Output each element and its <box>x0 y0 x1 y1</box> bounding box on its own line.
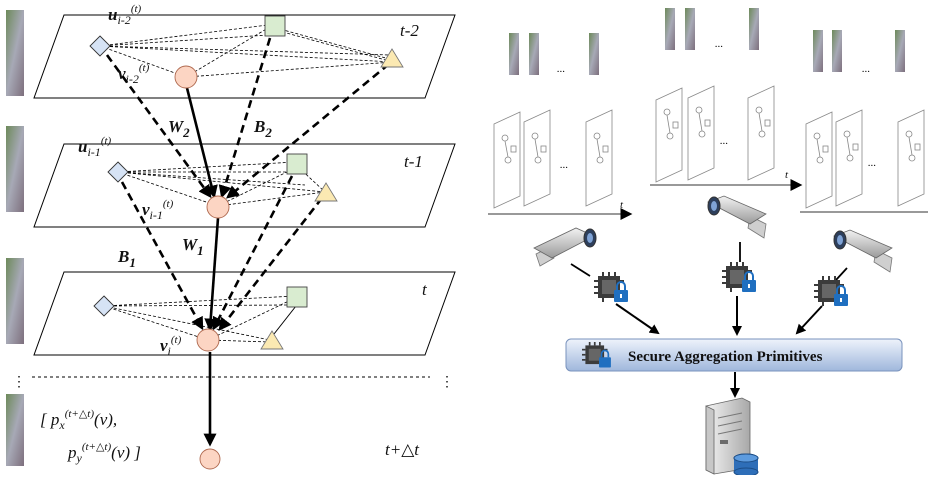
temporal-arrows <box>105 37 390 447</box>
right-panel: ... ... t ... <box>488 8 928 477</box>
node-square-t-1 <box>286 153 308 175</box>
camera-stream-1: ... ... t <box>488 33 633 220</box>
time-label-future: t+△t <box>385 440 420 459</box>
video-frame-thumbnails <box>6 10 24 466</box>
camera-icon <box>707 195 767 239</box>
node-v-i-1 <box>206 195 230 219</box>
arrow-b2-square <box>218 37 272 199</box>
graph-edges-t <box>103 295 296 343</box>
chip-lock-icon <box>722 262 756 292</box>
label-w2: W2 <box>168 117 190 140</box>
label-u-i-1: ui-1(t) <box>78 135 112 159</box>
node-u-i-1 <box>107 161 129 183</box>
video-frame-t-2 <box>6 10 24 96</box>
server-database-icon <box>705 397 759 477</box>
stream-frame <box>665 8 675 50</box>
node-future <box>199 448 221 470</box>
prediction-py: py(t+△t)(v) ] <box>67 441 141 465</box>
node-v-i <box>196 328 220 352</box>
node-u-i <box>93 295 115 317</box>
time-axis-label: t <box>620 199 624 211</box>
arrow-w1 <box>204 217 220 332</box>
stream-frame <box>832 30 842 72</box>
chip-lock-icon <box>814 276 848 306</box>
label-v-i-1: vi-1(t) <box>142 198 174 222</box>
prediction-px: [ px(t+△t)(v), <box>40 408 117 432</box>
node-v-i-2 <box>174 65 198 89</box>
camera-icon <box>533 227 597 267</box>
video-frame-future <box>6 394 24 466</box>
time-label-t-1: t-1 <box>404 152 423 171</box>
graph-frames <box>655 85 775 183</box>
node-square-t-2 <box>264 15 286 37</box>
label-v-i: vi(t) <box>160 334 182 358</box>
solid-edge-t <box>273 305 297 335</box>
graph-ellipsis: ... <box>720 135 728 147</box>
graph-frames <box>493 109 613 209</box>
secure-aggregation-label: Secure Aggregation Primitives <box>628 349 823 365</box>
plane-t-1 <box>33 143 456 228</box>
arrow-u-i-1 <box>120 181 204 331</box>
time-label-t: t <box>422 280 428 299</box>
graph-ellipsis: ... <box>868 157 876 169</box>
stream-ellipsis: ... <box>557 63 565 75</box>
video-frame-t <box>6 258 24 344</box>
node-u-i-2 <box>89 35 111 57</box>
node-triangle-t-1 <box>314 182 338 202</box>
label-w1: W1 <box>182 235 204 258</box>
plane-t-2 <box>33 14 456 99</box>
node-square-t <box>286 286 308 308</box>
stream-frame <box>589 33 599 75</box>
camera-stream-3: ... ... <box>800 30 928 213</box>
camera-icon <box>833 229 893 273</box>
arrow-b1-triangle <box>218 197 324 332</box>
video-frame-t-1 <box>6 126 24 212</box>
stream-frame <box>509 33 519 75</box>
graph-edges-t-2 <box>99 24 394 78</box>
time-label-t-2: t-2 <box>400 21 419 40</box>
arrow-b1-square <box>212 175 294 331</box>
label-v-i-2: vi-2(t) <box>118 62 150 86</box>
node-triangle-t-2 <box>380 48 404 68</box>
ellipsis-right: ⋮ <box>440 373 454 389</box>
arrow-w2 <box>185 87 218 199</box>
chip-banner-arrow <box>615 303 660 335</box>
chip-lock-icon <box>594 272 628 302</box>
plane-t <box>33 271 456 356</box>
label-b2: B2 <box>253 117 272 140</box>
node-triangle-t <box>260 330 284 350</box>
stream-frame <box>685 8 695 50</box>
graph-ellipsis: ... <box>560 159 568 171</box>
stream-ellipsis: ... <box>715 38 723 50</box>
chip-banner-arrow <box>795 305 823 335</box>
camera-chip-line <box>835 267 848 281</box>
label-b1: B1 <box>117 247 136 270</box>
arrow-b2-triangle <box>225 62 390 199</box>
arrow-u-i-2 <box>105 54 212 199</box>
ellipsis-left: ⋮ <box>12 373 26 389</box>
label-u-i-2: ui-2(t) <box>108 3 142 27</box>
chip-lock-icon <box>582 342 611 368</box>
graph-frames <box>805 109 925 209</box>
stream-frame <box>895 30 905 72</box>
secure-aggregation-banner <box>565 338 903 372</box>
stream-frame <box>813 30 823 72</box>
stream-frame <box>749 8 759 50</box>
left-panel: ⋮ ⋮ t-2 t-1 t t+△t ui-2(t) vi-2(t) ui-1(… <box>6 3 456 470</box>
camera-stream-2: ... ... t <box>650 8 803 191</box>
time-axis-label: t <box>785 169 789 181</box>
stream-frame <box>529 33 539 75</box>
stream-ellipsis: ... <box>862 63 870 75</box>
camera-chip-line <box>570 263 591 277</box>
